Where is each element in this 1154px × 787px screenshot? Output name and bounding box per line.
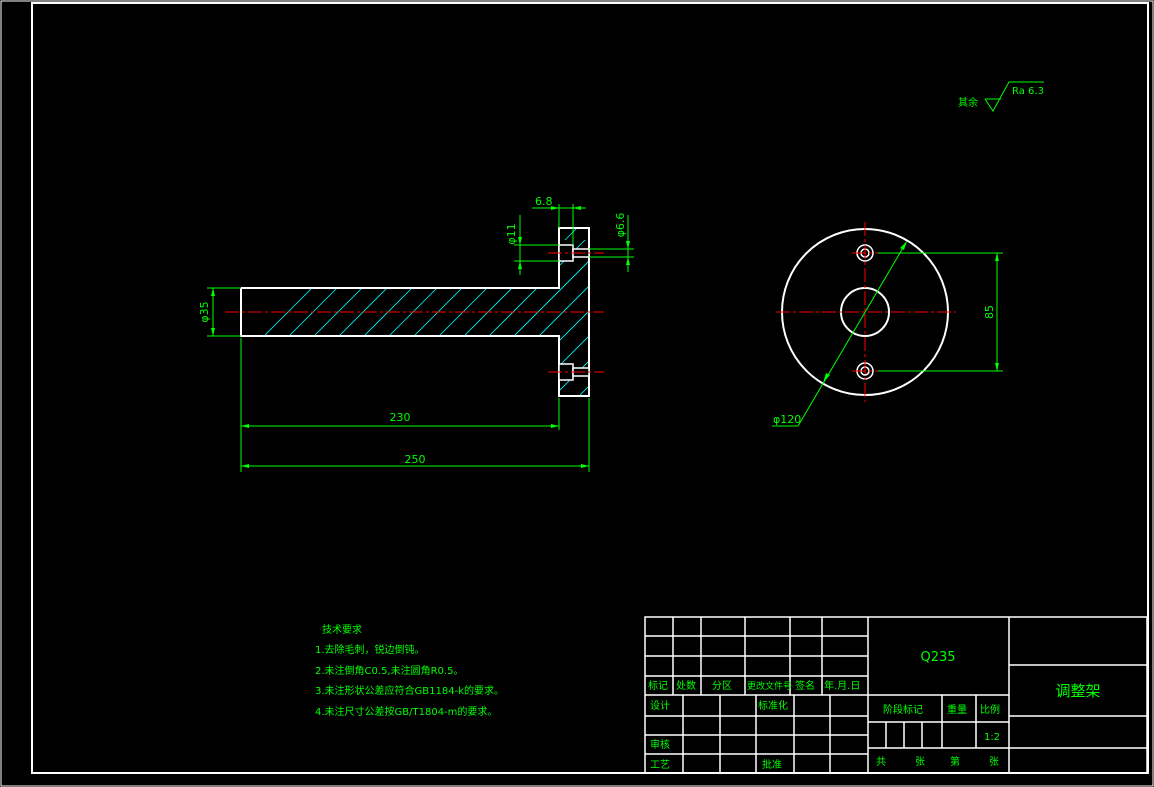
- tb-sheets-1: 张: [915, 756, 925, 768]
- dim-250: 250: [405, 453, 426, 466]
- dim-6-8: 6.8: [535, 195, 553, 208]
- note-2: 2.未注倒角C0.5,未注圆角R0.5。: [315, 664, 463, 677]
- tb-stage-mark: 阶段标记: [883, 703, 923, 716]
- dim-85: 85: [983, 305, 996, 319]
- dim-phi120: φ120: [773, 413, 801, 426]
- front-view: 85 φ120: [772, 222, 1003, 427]
- dim-phi35: φ35: [198, 301, 211, 322]
- roughness-label: 其余: [958, 96, 978, 109]
- tb-process: 工艺: [650, 759, 670, 771]
- tb-review: 审核: [650, 738, 670, 751]
- tb-material: Q235: [920, 650, 955, 665]
- side-view: 6.8 φ11 φ6.6 φ35 230 250: [198, 195, 634, 472]
- side-centerlines: [225, 252, 604, 373]
- tb-standardization: 标准化: [758, 699, 788, 712]
- tb-sheets-2: 张: [989, 756, 999, 768]
- dim-phi6-6: φ6.6: [614, 213, 627, 238]
- frame-border: [31, 2, 1149, 774]
- tb-design: 设计: [650, 699, 670, 712]
- roughness-value: Ra 6.3: [1012, 86, 1044, 97]
- tb-part-name: 调整架: [1055, 682, 1100, 700]
- technical-notes: 技术要求 1.去除毛刺，锐边倒钝。 2.未注倒角C0.5,未注圆角R0.5。 3…: [315, 623, 504, 718]
- note-1: 1.去除毛刺，锐边倒钝。: [315, 643, 425, 656]
- section-hatch: [241, 228, 589, 396]
- front-centerlines: [776, 222, 956, 402]
- tb-header-mark: 标记: [648, 680, 668, 692]
- tb-page: 第: [950, 755, 960, 768]
- tb-approve: 批准: [762, 758, 782, 771]
- front-arrows: [823, 241, 999, 383]
- tb-header-zone: 分区: [712, 680, 732, 692]
- title-block: 标记 处数 分区 更改文件号 签名 年.月.日 设计 标准化 审核 工艺 批准 …: [644, 616, 1148, 774]
- note-3: 3.未注形状公差应符合GB1184-k的要求。: [315, 684, 504, 697]
- tb-weight: 重量: [947, 703, 967, 716]
- dim-230: 230: [390, 411, 411, 424]
- tb-header-date: 年.月.日: [824, 679, 860, 692]
- tb-scale: 1:2: [984, 732, 1000, 743]
- tb-header-change-doc: 更改文件号: [747, 680, 792, 692]
- notes-title: 技术要求: [322, 623, 362, 636]
- dim-phi11: φ11: [505, 223, 518, 244]
- tb-scale-label: 比例: [980, 703, 1000, 716]
- tb-header-count: 处数: [676, 679, 696, 692]
- note-4: 4.未注尺寸公差按GB/T1804-m的要求。: [315, 705, 497, 718]
- side-dimension-lines: [207, 204, 634, 472]
- tb-header-sign: 签名: [795, 679, 815, 692]
- side-arrows: [211, 206, 630, 468]
- front-dimension-lines: [772, 240, 1003, 427]
- tb-total: 共: [876, 756, 886, 768]
- roughness-symbol: 其余 Ra 6.3: [958, 81, 1044, 112]
